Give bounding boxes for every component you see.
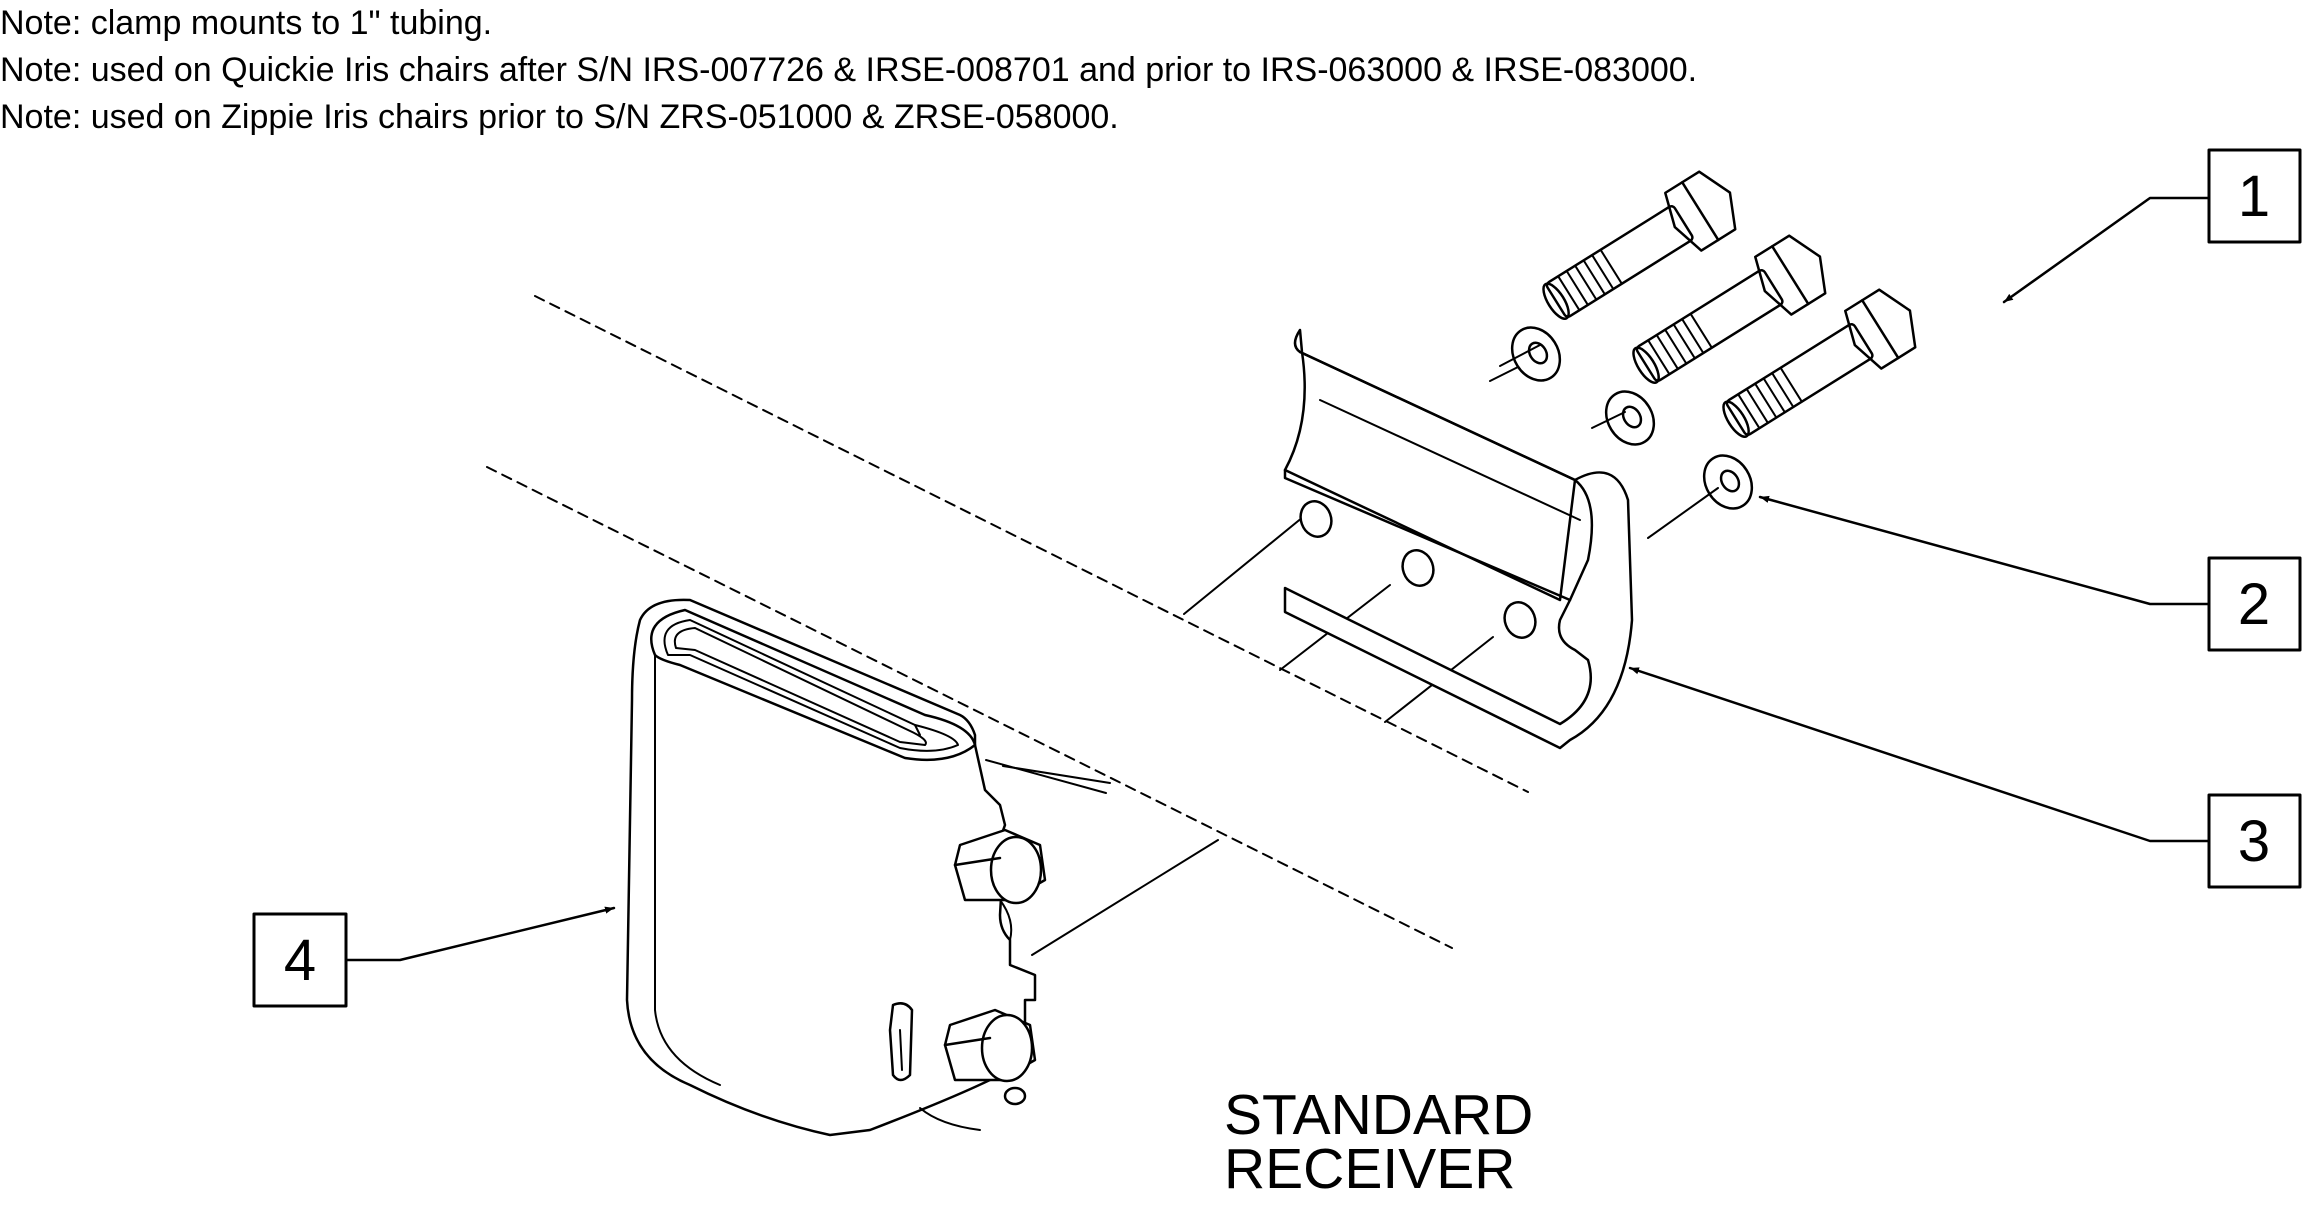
callout-box-2 <box>2207 556 2302 652</box>
tube-centerline-lower <box>486 466 1453 949</box>
note-tubing: Note: clamp mounts to 1" tubing. <box>0 4 493 42</box>
washer-3 <box>1702 454 1754 510</box>
washer-1 <box>1510 326 1562 382</box>
leader-3 <box>1628 666 2211 843</box>
washer-2 <box>1604 390 1656 446</box>
note-zippie-serials: Note: used on Zippie Iris chairs prior t… <box>0 98 1119 136</box>
bolt-3 <box>1722 288 1917 438</box>
callout-box-4 <box>252 912 348 1008</box>
receiver-bolt-lower <box>943 1008 1037 1083</box>
callout-label-2: 2 <box>2238 572 2270 637</box>
receiver-bolt-upper <box>953 828 1047 905</box>
title-line-receiver: RECEIVER <box>1224 1137 1516 1201</box>
leader-2 <box>1758 495 2211 606</box>
title-line-standard: STANDARD <box>1224 1083 1534 1147</box>
bolt-2 <box>1632 234 1827 384</box>
clamp <box>1283 328 1634 750</box>
callout-label-4: 4 <box>284 928 316 993</box>
callout-label-3: 3 <box>2238 809 2270 874</box>
bolt-1 <box>1542 170 1737 320</box>
tube-centerline-upper <box>534 295 1529 793</box>
notes: Note: clamp mounts to 1" tubing. Note: u… <box>0 0 1900 141</box>
callout-box-3 <box>2207 793 2302 889</box>
leader-4 <box>344 906 616 962</box>
receiver <box>625 598 1037 1137</box>
note-quickie-serials: Note: used on Quickie Iris chairs after … <box>0 51 1698 89</box>
callout-label-1: 1 <box>2238 164 2270 229</box>
leader-1 <box>2002 196 2211 304</box>
callout-box-1 <box>2207 148 2302 244</box>
diagram-title: STANDARD RECEIVER <box>1224 1083 1534 1201</box>
